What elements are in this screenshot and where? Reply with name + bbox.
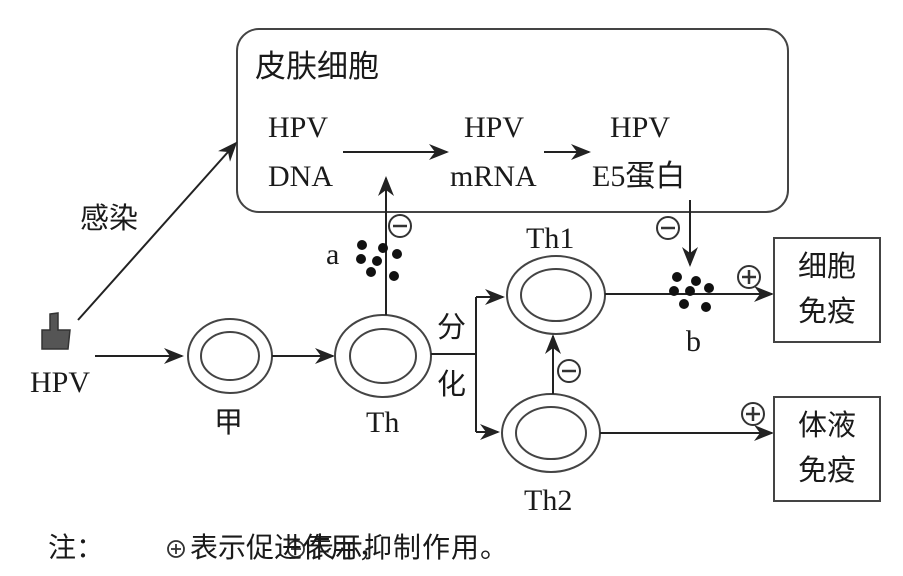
arrow-infection [77, 141, 238, 321]
protein-label-line2: E5蛋白 [592, 160, 686, 193]
protein-label-line1: HPV [610, 111, 671, 144]
mrna-label-line2: mRNA [450, 160, 537, 193]
differentiation-label-2: 化 [437, 367, 467, 401]
humoral-immunity-line2: 免疫 [797, 453, 856, 487]
virus-icon [41, 312, 71, 350]
virus-label: HPV [30, 366, 91, 399]
cell-jia-inner [200, 331, 260, 381]
cell-th-label: Th [366, 406, 400, 439]
substance-b-label: b [686, 325, 701, 358]
substance-a-label: a [326, 238, 340, 271]
cell-th1-label: Th1 [526, 222, 575, 255]
cell-jia-label: 甲 [214, 405, 244, 439]
dna-label-line1: HPV [268, 111, 329, 144]
cell-th2-inner [515, 406, 587, 460]
humoral-immunity-line1: 体液 [797, 408, 856, 442]
note-promote-icon [167, 540, 185, 558]
note-promote-text: 表示促进作用， [190, 531, 387, 564]
substance-b-dots [669, 272, 714, 312]
substance-a-dots [356, 240, 402, 281]
mrna-label-line1: HPV [464, 111, 525, 144]
cellular-immunity-line2: 免疫 [797, 294, 856, 328]
differentiation-label-1: 分 [437, 310, 467, 344]
cell-th1-inner [520, 268, 592, 322]
cellular-immunity-line1: 细胞 [797, 249, 856, 283]
humoral-immunity-box: 体液 免疫 [773, 396, 881, 502]
infection-label: 感染 [80, 201, 139, 235]
cellular-immunity-box: 细胞 免疫 [773, 237, 881, 343]
dna-label-line2: DNA [268, 160, 333, 193]
note-inhibit-icon [287, 540, 305, 558]
skin-cell-title: 皮肤细胞 [255, 49, 379, 85]
note-prefix: 注： [48, 531, 105, 564]
cell-th2-label: Th2 [524, 484, 573, 517]
cell-th-outer [334, 314, 432, 398]
cell-th-inner [349, 328, 417, 384]
note-inhibit-text: 表示抑制作用。 [306, 531, 510, 564]
skin-cell-box [236, 28, 789, 213]
